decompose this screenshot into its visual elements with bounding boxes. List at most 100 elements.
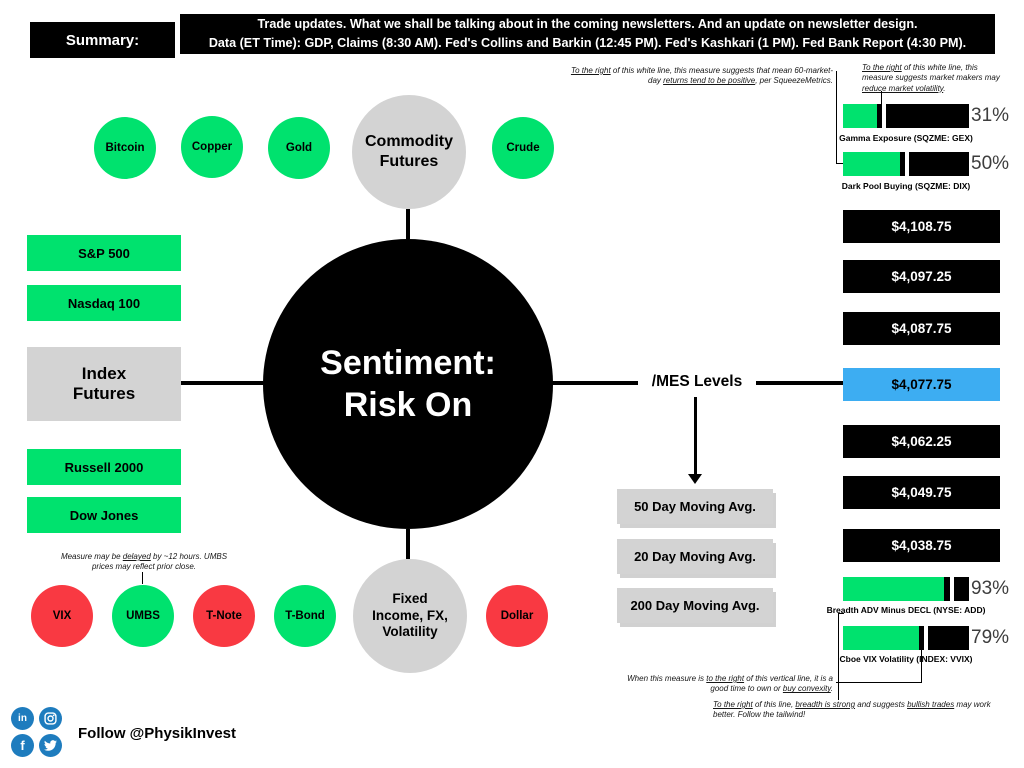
- hub-to-index-line: [181, 381, 263, 385]
- facebook-glyph: f: [20, 738, 25, 753]
- ma-label: 200 Day Moving Avg.: [630, 598, 760, 613]
- dix-annotation-connector-tick: [836, 163, 843, 164]
- index-item-dowjones: Dow Jones: [27, 497, 181, 533]
- mes-level-4-current: $4,077.75: [843, 368, 1000, 401]
- item-label: Crude: [506, 142, 540, 154]
- vvix-gauge-value: 79%: [971, 627, 1010, 648]
- umbs-delay-note: Measure may be delayed by ~12 hours. UMB…: [60, 552, 228, 572]
- index-futures-hub: Index Futures: [27, 347, 181, 421]
- mes-level-2: $4,097.25: [843, 260, 1000, 293]
- add-gauge-bar: [843, 577, 969, 601]
- add-gauge-label: Breadth ADV Minus DECL (NYSE: ADD): [826, 605, 986, 615]
- summary-label-box: Summary:: [30, 22, 175, 58]
- sentiment-line1: Sentiment:: [320, 343, 496, 382]
- fixed-item-dollar: Dollar: [486, 585, 548, 647]
- add-annotation-connector-tick: [838, 613, 844, 614]
- dix-gauge-value: 50%: [971, 153, 1010, 174]
- item-label: UMBS: [126, 610, 160, 622]
- hub-to-commodity-line: [406, 209, 410, 239]
- item-label: VIX: [52, 610, 72, 622]
- gex-gauge-fill: [843, 104, 878, 128]
- fixed-hub-label-line3: Volatility: [382, 624, 438, 640]
- sentiment-line2: Risk On: [343, 386, 473, 424]
- add-gauge-fill: [843, 577, 944, 601]
- linkedin-icon[interactable]: in: [11, 707, 34, 730]
- mes-level-7: $4,038.75: [843, 529, 1000, 562]
- item-label: T-Note: [206, 610, 242, 622]
- level-price: $4,062.25: [891, 434, 952, 449]
- level-price: $4,108.75: [891, 219, 952, 234]
- gex-gauge-value: 31%: [971, 105, 1010, 126]
- mes-arrow-head: [688, 474, 702, 484]
- ma-label: 50 Day Moving Avg.: [634, 499, 756, 514]
- item-label: Copper: [191, 141, 233, 153]
- fixed-hub-label-line1: Fixed: [392, 590, 428, 606]
- umbs-note-connector: [142, 572, 143, 584]
- index-hub-label-line2: Futures: [72, 384, 136, 403]
- dix-threshold-marker: [904, 152, 909, 176]
- fixed-hub-label-line2: Income, FX,: [372, 607, 448, 623]
- commodity-hub-label-line1: Commodity: [365, 133, 453, 150]
- facebook-icon[interactable]: f: [11, 734, 34, 757]
- item-label: Gold: [285, 142, 313, 154]
- summary-label: Summary:: [65, 31, 140, 49]
- gex-gauge-label: Gamma Exposure (SQZME: GEX): [839, 133, 973, 143]
- add-threshold-marker: [950, 577, 955, 601]
- commodity-item-bitcoin: Bitcoin: [94, 117, 156, 179]
- fixed-item-umbs: UMBS: [112, 585, 174, 647]
- mes-level-1: $4,108.75: [843, 210, 1000, 243]
- vvix-annotation: When this measure is to the right of thi…: [627, 674, 833, 694]
- fixed-item-tbond: T-Bond: [274, 585, 336, 647]
- gex-gauge-bar: [843, 104, 969, 128]
- gex-annotation-connector-v: [881, 91, 882, 104]
- dix-gauge-label: Dark Pool Buying (SQZME: DIX): [841, 181, 971, 191]
- mes-level-5: $4,062.25: [843, 425, 1000, 458]
- instagram-icon[interactable]: [39, 707, 62, 730]
- mes-to-levels-line: [756, 381, 843, 385]
- commodity-item-crude: Crude: [492, 117, 554, 179]
- vvix-gauge-label: Cboe VIX Volatility (INDEX: VVIX): [839, 654, 973, 664]
- mes-levels-label: /MES Levels: [651, 373, 743, 390]
- twitter-glyph: [44, 740, 57, 751]
- dix-annotation: To the right of this white line, this me…: [570, 66, 833, 86]
- commodity-hub-label-line2: Futures: [379, 153, 439, 170]
- level-price: $4,087.75: [891, 321, 952, 336]
- gex-annotation: To the right of this white line, this me…: [862, 63, 1000, 93]
- item-label: Bitcoin: [105, 142, 145, 154]
- ma-box-50day: 50 Day Moving Avg.: [617, 489, 773, 524]
- item-label: Nasdaq 100: [67, 295, 141, 311]
- item-label: T-Bond: [285, 610, 325, 622]
- item-label: Dow Jones: [69, 507, 139, 523]
- hub-to-mes-line: [552, 381, 638, 385]
- sentiment-hub-circle: Sentiment: Risk On: [263, 239, 553, 529]
- fixed-item-tnote: T-Note: [193, 585, 255, 647]
- add-annotation-connector-v: [838, 613, 839, 700]
- item-label: S&P 500: [78, 245, 130, 261]
- commodity-futures-hub: Commodity Futures: [352, 95, 466, 209]
- add-gauge-value: 93%: [971, 578, 1010, 599]
- add-annotation: To the right of this line, breadth is st…: [713, 700, 991, 720]
- follow-handle: Follow @PhysikInvest: [78, 725, 236, 742]
- index-item-sp500: S&P 500: [27, 235, 181, 271]
- dix-annotation-connector-v: [836, 71, 837, 164]
- top-banner: Trade updates. What we shall be talking …: [180, 14, 995, 54]
- fixed-income-hub: Fixed Income, FX, Volatility: [353, 559, 467, 673]
- index-item-nasdaq100: Nasdaq 100: [27, 285, 181, 321]
- instagram-glyph: [44, 712, 57, 725]
- twitter-icon[interactable]: [39, 734, 62, 757]
- index-item-russell2000: Russell 2000: [27, 449, 181, 485]
- vvix-threshold-marker: [923, 626, 928, 650]
- linkedin-glyph: in: [18, 713, 27, 724]
- ma-box-200day: 200 Day Moving Avg.: [617, 588, 773, 623]
- ma-box-20day: 20 Day Moving Avg.: [617, 539, 773, 574]
- mes-level-6: $4,049.75: [843, 476, 1000, 509]
- gex-threshold-marker: [882, 104, 887, 128]
- level-price: $4,038.75: [891, 538, 952, 553]
- index-hub-label-line1: Index: [81, 363, 127, 383]
- hub-to-fixed-line: [406, 529, 410, 559]
- commodity-item-gold: Gold: [268, 117, 330, 179]
- banner-line2: Data (ET Time): GDP, Claims (8:30 AM). F…: [208, 36, 967, 50]
- vvix-gauge-fill: [843, 626, 919, 650]
- fixed-item-vix: VIX: [31, 585, 93, 647]
